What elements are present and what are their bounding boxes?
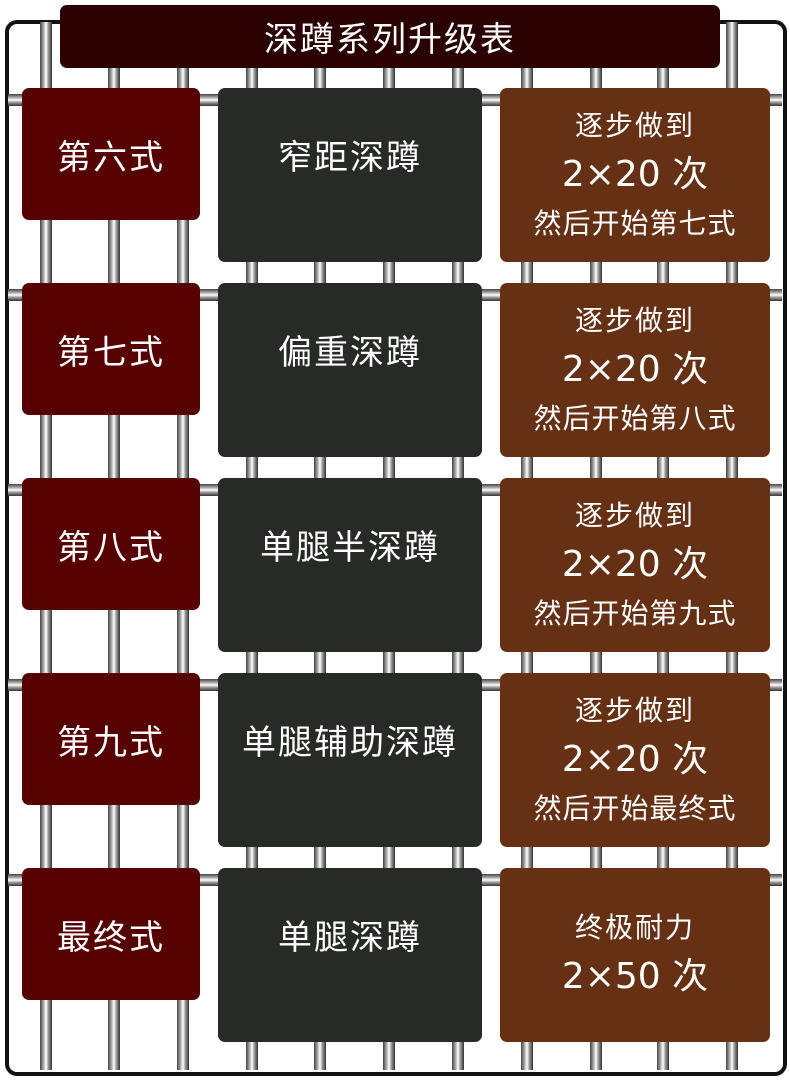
goal-next-step: 然后开始第九式 [533,597,737,630]
exercise-name: 单腿半深蹲 [218,478,482,652]
stage-label: 第六式 [22,88,200,220]
goal-next-step: 然后开始第八式 [533,402,737,435]
stage-text: 第七式 [57,332,165,373]
goal-heading: 终极耐力 [574,911,695,944]
stage-label: 第八式 [22,478,200,610]
stage-text: 第九式 [57,722,165,763]
stage-label: 第七式 [22,283,200,415]
goal-next-step: 然后开始第七式 [533,207,737,240]
exercise-text: 单腿半深蹲 [260,528,440,568]
exercise-name: 单腿辅助深蹲 [218,673,482,847]
stage-label: 最终式 [22,868,200,1000]
goal-box: 逐步做到 2×20 次然后开始第八式 [500,283,770,457]
goal-box: 逐步做到 2×20 次然后开始第七式 [500,88,770,262]
stage-text: 第六式 [57,137,165,178]
goal-reps: 2×20 次 [561,349,709,390]
exercise-text: 偏重深蹲 [278,333,422,373]
page-title: 深蹲系列升级表 [60,5,720,68]
goal-box: 逐步做到 2×20 次然后开始第九式 [500,478,770,652]
stage-text: 最终式 [57,917,165,958]
goal-next-step: 然后开始最终式 [533,792,737,825]
goal-reps: 2×20 次 [561,544,709,585]
stage-text: 第八式 [57,527,165,568]
exercise-name: 单腿深蹲 [218,868,482,1042]
goal-heading: 逐步做到 [574,304,695,337]
exercise-name: 窄距深蹲 [218,88,482,262]
goal-reps: 2×50 次 [561,956,709,997]
exercise-text: 单腿辅助深蹲 [242,723,458,763]
goal-heading: 逐步做到 [574,694,695,727]
goal-heading: 逐步做到 [574,109,695,142]
exercise-name: 偏重深蹲 [218,283,482,457]
goal-reps: 2×20 次 [561,154,709,195]
goal-heading: 逐步做到 [574,499,695,532]
goal-box: 终极耐力 2×50 次 [500,868,770,1042]
exercise-text: 单腿深蹲 [278,918,422,958]
stage-label: 第九式 [22,673,200,805]
exercise-text: 窄距深蹲 [278,138,422,178]
goal-reps: 2×20 次 [561,739,709,780]
goal-box: 逐步做到 2×20 次然后开始最终式 [500,673,770,847]
